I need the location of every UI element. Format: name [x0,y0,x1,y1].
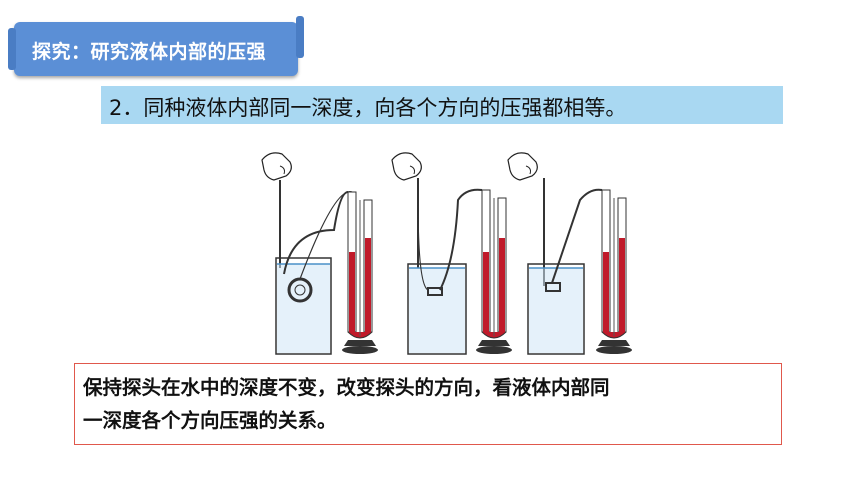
note-text: 保持探头在水中的深度不变，改变探头的方向，看液体内部同 一深度各个方向压强的关系… [83,371,773,437]
manometer-illustration [261,152,632,355]
subheading-text: 2．同种液体内部同一深度，向各个方向的压强都相等。 [109,96,627,120]
setup-3 [507,152,632,355]
subheading-bar: 2．同种液体内部同一深度，向各个方向的压强都相等。 [101,86,783,124]
note-line-2: 一深度各个方向压强的关系。 [83,409,337,432]
note-box: 保持探头在水中的深度不变，改变探头的方向，看液体内部同 一深度各个方向压强的关系… [74,363,782,445]
title-banner: 探究：研究液体内部的压强 [8,16,304,76]
setup-2 [391,152,512,355]
setup-1 [261,152,378,355]
page-title: 探究：研究液体内部的压强 [32,41,267,63]
manometer-figure [240,140,640,360]
note-line-1: 保持探头在水中的深度不变，改变探头的方向，看液体内部同 [83,376,610,399]
